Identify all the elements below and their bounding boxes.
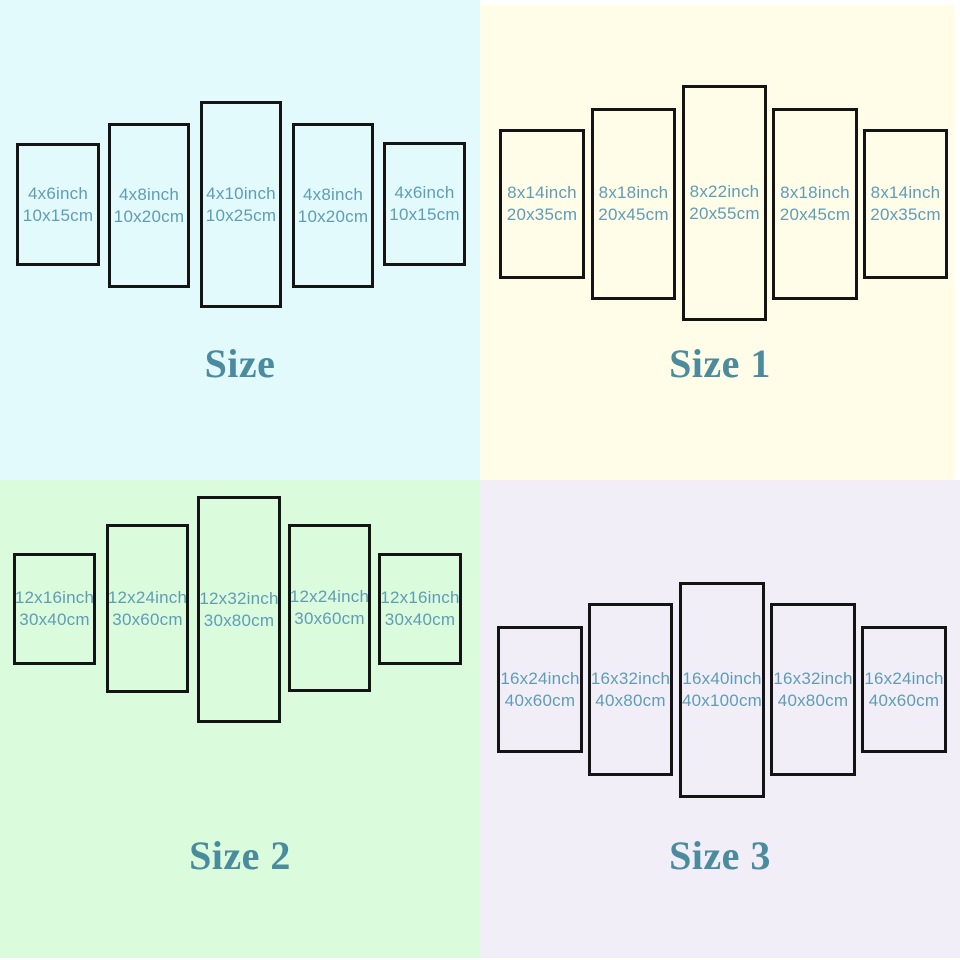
white-margin xyxy=(0,958,960,960)
panel: 8x14inch 20x35cm xyxy=(863,129,948,279)
panel-size-cm: 30x80cm xyxy=(203,610,275,630)
panel: 12x16inch 30x40cm xyxy=(13,553,96,665)
size-chart-size-1: 8x14inch 20x35cm 8x18inch 20x45cm 8x22in… xyxy=(480,0,960,480)
panel-size-inch: 8x22inch xyxy=(689,182,760,201)
chart-title: Size 3 xyxy=(669,833,771,878)
panel: 4x8inch 10x20cm xyxy=(292,123,374,288)
panel-size-inch: 4x6inch xyxy=(394,183,455,202)
panel: 12x24inch 30x60cm xyxy=(106,524,189,693)
size-chart-size: 4x6inch 10x15cm 4x8inch 10x20cm 4x10inch… xyxy=(0,0,480,480)
panel: 8x22inch 20x55cm xyxy=(682,85,767,321)
panel-size-inch: 16x32inch xyxy=(590,668,671,688)
panel-size-inch: 16x24inch xyxy=(500,668,580,688)
panel-size-cm: 10x15cm xyxy=(22,205,94,225)
panel: 16x24inch 40x60cm xyxy=(861,626,947,753)
white-margin xyxy=(955,0,960,480)
panel-size-cm: 30x40cm xyxy=(384,610,456,629)
panel-size-inch: 16x24inch xyxy=(864,668,944,688)
panel-size-cm: 40x60cm xyxy=(504,690,576,710)
panel-size-cm: 10x25cm xyxy=(205,205,277,225)
panel-size-inch: 4x6inch xyxy=(28,183,88,203)
panel-size-inch: 8x14inch xyxy=(507,183,577,202)
panel: 4x8inch 10x20cm xyxy=(108,123,190,288)
panel-size-cm: 40x100cm xyxy=(681,691,763,710)
panel-size-inch: 12x16inch xyxy=(380,588,460,607)
panel-size-cm: 30x60cm xyxy=(294,609,365,628)
panel: 16x40inch 40x100cm xyxy=(679,582,765,798)
panel: 8x18inch 20x45cm xyxy=(772,108,858,300)
panel-size-cm: 10x15cm xyxy=(389,205,460,224)
panel-size-inch: 12x16inch xyxy=(14,588,95,607)
panel-size-cm: 20x45cm xyxy=(598,205,669,224)
panel-size-inch: 12x24inch xyxy=(289,587,370,606)
panel: 16x24inch 40x60cm xyxy=(497,626,583,753)
chart-title: Size 1 xyxy=(669,341,771,386)
panel-size-inch: 8x14inch xyxy=(870,183,941,202)
panel-size-inch: 4x8inch xyxy=(303,184,363,204)
panel-size-inch: 8x18inch xyxy=(598,183,669,202)
panel-size-cm: 10x20cm xyxy=(297,206,369,226)
panel-size-cm: 40x80cm xyxy=(777,690,849,710)
panel: 12x24inch 30x60cm xyxy=(288,524,371,692)
panel-size-inch: 4x8inch xyxy=(119,184,179,204)
panel-size-cm: 30x40cm xyxy=(19,610,90,629)
panel-size-cm: 30x60cm xyxy=(112,609,183,629)
panel-size-cm: 40x80cm xyxy=(595,690,666,710)
panel-size-inch: 12x24inch xyxy=(107,587,188,607)
chart-title: Size 2 xyxy=(189,833,291,878)
panel: 16x32inch 40x80cm xyxy=(588,603,673,776)
white-margin xyxy=(480,0,960,5)
size-chart-size-3: 16x24inch 40x60cm 16x32inch 40x80cm 16x4… xyxy=(480,480,960,960)
panel-size-inch: 16x40inch xyxy=(682,669,762,688)
panel-size-inch: 12x32inch xyxy=(199,588,279,608)
panel-size-inch: 4x10inch xyxy=(206,183,276,203)
panel-size-inch: 8x18inch xyxy=(780,183,850,202)
panel-size-inch: 16x32inch xyxy=(773,668,853,688)
panel-size-cm: 10x20cm xyxy=(113,206,185,226)
size-chart-size-2: 12x16inch 30x40cm 12x24inch 30x60cm 12x3… xyxy=(0,480,480,960)
panel-size-cm: 40x60cm xyxy=(868,690,940,710)
panel: 8x18inch 20x45cm xyxy=(591,108,676,300)
panel: 4x6inch 10x15cm xyxy=(16,143,100,266)
panel-size-cm: 20x55cm xyxy=(689,204,760,223)
panel: 16x32inch 40x80cm xyxy=(770,603,856,776)
panel: 4x10inch 10x25cm xyxy=(200,101,282,308)
panel: 8x14inch 20x35cm xyxy=(499,129,585,279)
panel: 12x32inch 30x80cm xyxy=(197,496,281,723)
panel: 12x16inch 30x40cm xyxy=(378,553,462,665)
panel-size-cm: 20x35cm xyxy=(506,205,578,224)
panel: 4x6inch 10x15cm xyxy=(383,142,466,266)
chart-title: Size xyxy=(204,341,276,386)
panel-size-cm: 20x35cm xyxy=(870,205,941,224)
panel-size-cm: 20x45cm xyxy=(779,205,851,224)
